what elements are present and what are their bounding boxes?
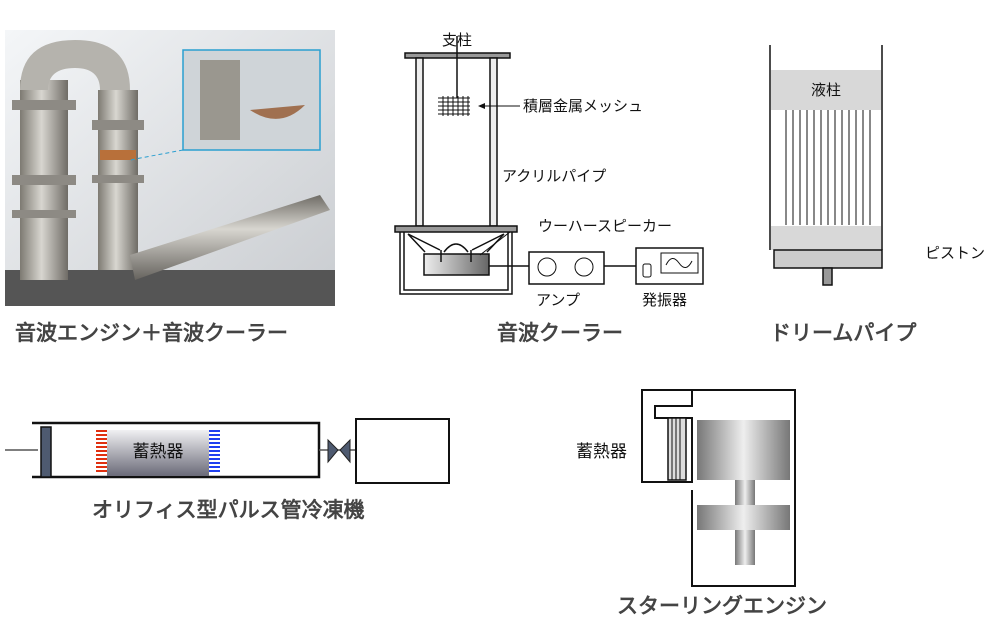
label-regenerator-pulse: 蓄熱器	[133, 442, 184, 462]
label-support: 支柱	[442, 31, 472, 49]
label-regenerator-stirling: 蓄熱器	[576, 442, 627, 462]
stirling-engine-diagram	[641, 389, 796, 587]
caption-pulse-tube: オリフィス型パルス管冷凍機	[92, 497, 365, 522]
label-oscillator: 発振器	[642, 291, 687, 309]
sound-engine-photo	[5, 30, 335, 306]
label-acrylic-pipe: アクリルパイプ	[502, 167, 606, 185]
sound-cooler-diagram	[394, 36, 704, 295]
label-liquid-column: 液柱	[811, 81, 841, 99]
label-speaker: ウーハースピーカー	[538, 217, 672, 235]
dream-pipe-diagram	[769, 45, 883, 286]
caption-photo: 音波エンジン＋音波クーラー	[15, 320, 288, 345]
caption-dream-pipe: ドリームパイプ	[770, 320, 917, 345]
caption-cooler: 音波クーラー	[497, 320, 623, 345]
caption-stirling: スターリングエンジン	[617, 593, 827, 618]
label-piston: ピストン	[925, 244, 985, 262]
label-mesh: 積層金属メッシュ	[523, 97, 643, 115]
pulse-tube-diagram	[5, 418, 450, 484]
label-amp: アンプ	[536, 291, 580, 309]
